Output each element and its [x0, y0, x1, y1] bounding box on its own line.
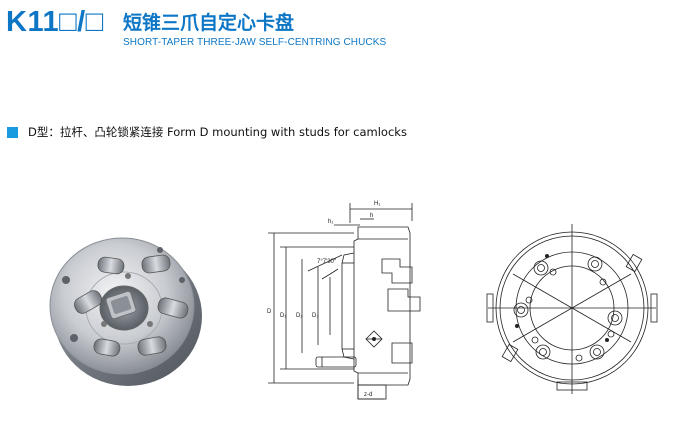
holes-label: z-d — [364, 392, 372, 398]
dim-label-H1: H₁ — [374, 201, 380, 207]
chuck-photo — [49, 237, 202, 386]
section-heading: D型：拉杆、凸轮锁紧连接 Form D mounting with studs … — [7, 125, 407, 139]
dim-label-D: D — [267, 309, 272, 315]
dim-label-D3: D₃ — [312, 313, 319, 319]
square-bullet-icon — [7, 126, 18, 138]
dim-label-D1: D₁ — [280, 313, 286, 319]
section-label: D型：拉杆、凸轮锁紧连接 Form D mounting with studs … — [28, 125, 407, 139]
section-drawing: H₁ h h₁ 7°7′30″ D D₁ D₂ D₃ z-d — [267, 201, 421, 400]
title-english: SHORT-TAPER THREE-JAW SELF-CENTRING CHUC… — [123, 37, 387, 48]
dim-label-h1: h₁ — [328, 219, 333, 225]
front-view-drawing — [486, 224, 658, 394]
model-code: K11□/□ — [6, 6, 104, 38]
dim-label-D2: D₂ — [296, 313, 303, 319]
angle-label: 7°7′30″ — [317, 259, 337, 265]
dim-label-h: h — [370, 213, 373, 219]
title-chinese: 短锥三爪自定心卡盘 — [123, 12, 295, 34]
